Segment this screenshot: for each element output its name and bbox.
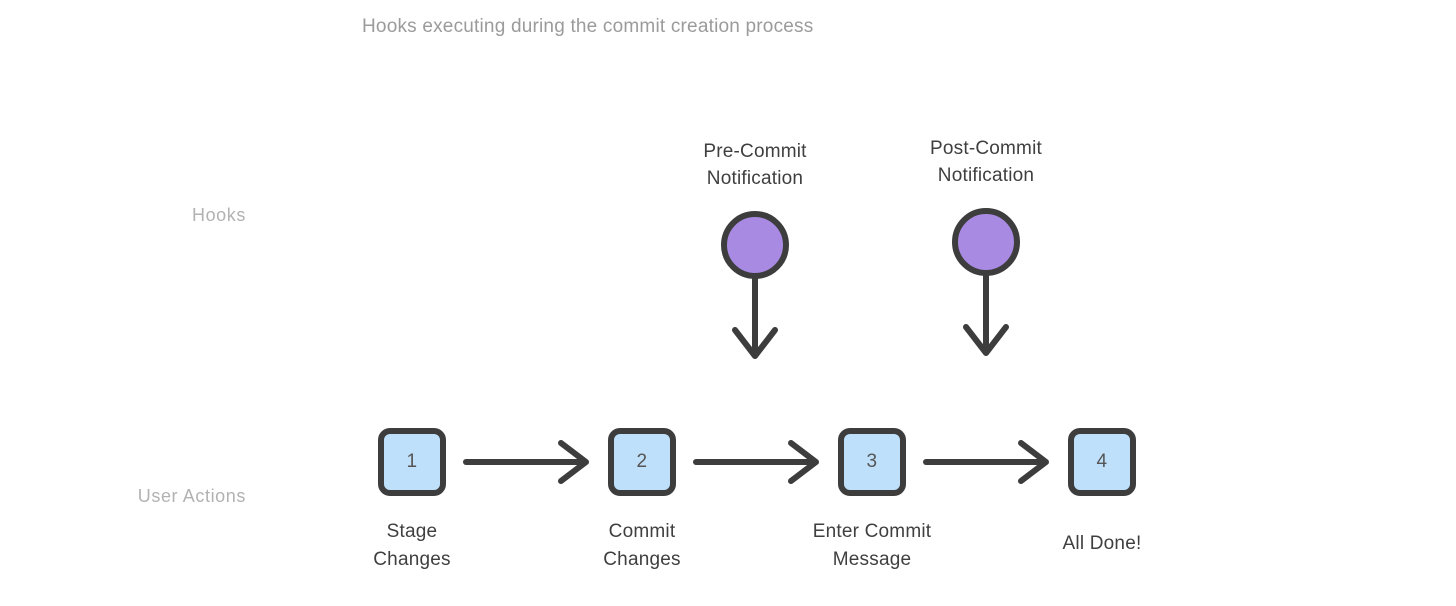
step-caption-line2: Message xyxy=(832,549,912,570)
arrow-head xyxy=(963,324,1009,356)
step-box-2[interactable] xyxy=(608,428,676,496)
step-box-3[interactable] xyxy=(838,428,906,496)
connector-step-3-to-4 xyxy=(923,440,1049,484)
step-box-1[interactable] xyxy=(378,428,446,496)
purple-circle-icon xyxy=(952,208,1020,276)
hook-label-post-commit: Post-Commit Notification xyxy=(866,135,1106,189)
arrow-head xyxy=(558,440,589,484)
hook-label-line2: Notification xyxy=(706,168,804,189)
hook-label-line2: Notification xyxy=(937,165,1035,186)
step-caption-line1: Stage xyxy=(386,521,438,542)
step-number-3: 3 xyxy=(866,451,878,472)
hook-marker-pre-commit[interactable] xyxy=(721,211,789,279)
step-caption-line2: Changes xyxy=(603,549,681,570)
connector-step-2-to-3 xyxy=(693,440,819,484)
arrow-head xyxy=(788,440,819,484)
step-caption-line1: All Done! xyxy=(1062,533,1142,554)
page-title: Hooks executing during the commit creati… xyxy=(362,16,814,37)
arrow-head xyxy=(732,327,778,359)
hook-label-line1: Post-Commit xyxy=(930,138,1042,159)
hook-label-pre-commit: Pre-Commit Notification xyxy=(635,138,875,192)
step-caption-line1: Enter Commit xyxy=(812,521,932,542)
down-arrow-pre-commit xyxy=(732,273,778,359)
connector-step-1-to-2 xyxy=(463,440,589,484)
step-caption-2: Commit Changes xyxy=(522,518,762,574)
step-number-1: 1 xyxy=(406,451,418,472)
step-caption-line2: Changes xyxy=(373,549,451,570)
arrow-head xyxy=(1018,440,1049,484)
row-label-hooks: Hooks xyxy=(191,205,246,225)
down-arrow-post-commit xyxy=(963,270,1009,356)
step-caption-1: Stage Changes xyxy=(292,518,532,574)
step-caption-3: Enter Commit Message xyxy=(752,518,992,574)
hook-label-line1: Pre-Commit xyxy=(703,141,807,162)
step-number-4: 4 xyxy=(1096,451,1108,472)
step-caption-line1: Commit xyxy=(608,521,676,542)
step-box-4[interactable] xyxy=(1068,428,1136,496)
purple-circle-icon xyxy=(721,211,789,279)
step-caption-4: All Done! xyxy=(982,530,1222,558)
step-number-2: 2 xyxy=(636,451,648,472)
hook-marker-post-commit[interactable] xyxy=(952,208,1020,276)
row-label-user-actions: User Actions xyxy=(137,486,246,506)
